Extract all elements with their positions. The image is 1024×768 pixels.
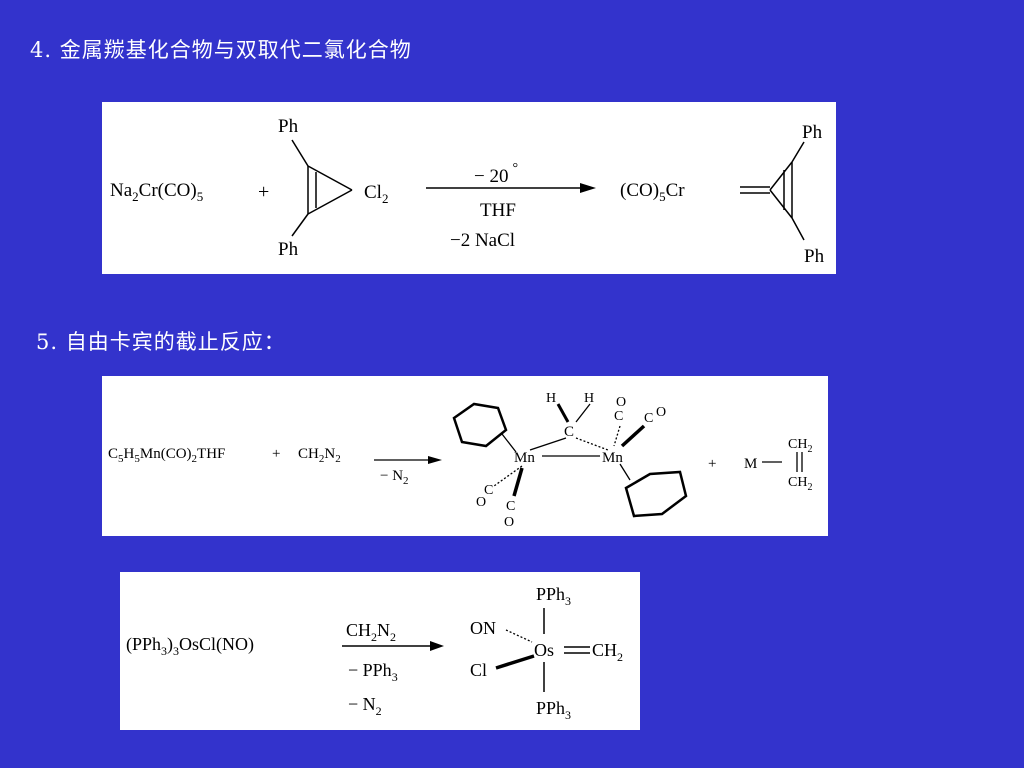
co-carbon-3: C — [484, 483, 493, 498]
mn-co-bond-4 — [512, 467, 524, 497]
product-ph-top: Ph — [802, 122, 823, 143]
product-ring-upper — [769, 161, 793, 191]
cyclopentadienyl-ring-left — [452, 402, 508, 448]
co-carbon-4: C — [506, 499, 515, 514]
ch2-top: CH2 — [788, 437, 812, 455]
product-bond-ph-bottom — [791, 217, 805, 241]
product-ring-lower — [769, 189, 793, 219]
os-cl-wedge-bond — [495, 654, 535, 670]
pph3-top: PPh3 — [536, 584, 571, 608]
byproduct-pph3: − PPh3 — [348, 660, 398, 684]
mn-right: Mn — [602, 450, 623, 466]
plus-sign: + — [258, 181, 269, 203]
heading-section-4: 4. 金属羰基化合物与双取代二氯化合物 — [30, 38, 412, 62]
plus-sign-1: + — [272, 446, 280, 462]
reaction-1-panel: Na2Cr(CO)5 + Ph Ph Cl2 − 20° THF −2 NaCl… — [102, 102, 836, 274]
bond-ph-top — [291, 139, 309, 167]
c-h-bond-1 — [556, 403, 570, 423]
condition-n2: − N2 — [380, 468, 409, 487]
condition-byproduct: −2 NaCl — [450, 230, 515, 251]
arrow-head-2 — [428, 456, 442, 464]
mn-left: Mn — [514, 450, 535, 466]
osmium-label: Os — [534, 640, 554, 660]
co-oxygen-2: O — [656, 405, 666, 420]
reagent-label: CH2N2 — [298, 446, 341, 465]
c-mn-left-bond — [529, 437, 567, 451]
heading-section-5: 5. 自由卡宾的截止反应： — [36, 330, 286, 354]
bond-ph-bottom — [291, 213, 309, 237]
cl2-label: Cl2 — [364, 182, 388, 206]
product-bond-ph-top — [791, 141, 805, 163]
co-oxygen-3: O — [476, 495, 486, 510]
mn-co-bond-3 — [493, 465, 523, 487]
metal-m: M — [744, 456, 757, 472]
condition-solvent: THF — [480, 200, 516, 221]
os-no-bond — [505, 629, 533, 643]
cp-mn-bond-right — [619, 463, 631, 481]
mn-co-bond-2 — [620, 424, 646, 448]
product-label: (CO)5Cr — [620, 180, 685, 204]
byproduct-n2: − N2 — [348, 694, 382, 718]
reaction-2-panel: C5H5Mn(CO)2THF + CH2N2 − N2 Mn Mn H H C … — [102, 376, 828, 536]
mn-co-bond-1 — [613, 425, 621, 447]
methylidene-label: CH2 — [592, 640, 623, 664]
pph3-bottom: PPh3 — [536, 698, 571, 722]
hydrogen-2: H — [584, 391, 594, 406]
c-h-bond-2 — [575, 403, 591, 423]
ph-bottom: Ph — [278, 239, 299, 260]
arrow-head-3 — [430, 641, 444, 651]
reaction-3-scheme: (PPh3)3OsCl(NO) CH2N2 − PPh3 − N2 PPh3 O… — [126, 584, 623, 722]
reaction-3-panel: (PPh3)3OsCl(NO) CH2N2 − PPh3 − N2 PPh3 O… — [120, 572, 640, 730]
nitrosyl-label: ON — [470, 618, 496, 638]
hydrogen-1: H — [546, 391, 556, 406]
co-carbon-1: C — [614, 409, 623, 424]
c-mn-right-bond — [575, 437, 609, 451]
ph-top: Ph — [278, 116, 299, 137]
arrow-head-1 — [580, 183, 596, 193]
cyclopentadienyl-ring-right — [624, 470, 688, 518]
condition-temperature: − 20° — [474, 161, 518, 187]
chloride-label: Cl — [470, 660, 487, 680]
cp-mn-bond-left — [501, 433, 517, 453]
co-oxygen-1: O — [616, 395, 626, 410]
plus-sign-2: + — [708, 456, 716, 472]
ring-bond-lower — [307, 189, 353, 215]
bridging-carbon: C — [564, 424, 574, 440]
reaction-2-scheme: C5H5Mn(CO)2THF + CH2N2 − N2 Mn Mn H H C … — [108, 391, 812, 530]
ch2-bottom: CH2 — [788, 475, 812, 493]
reagent-label: CH2N2 — [346, 620, 396, 644]
reactant-label: C5H5Mn(CO)2THF — [108, 446, 225, 465]
reaction-1-scheme: Na2Cr(CO)5 + Ph Ph Cl2 − 20° THF −2 NaCl… — [110, 116, 825, 267]
reactant-label: (PPh3)3OsCl(NO) — [126, 634, 254, 658]
co-carbon-2: C — [644, 411, 653, 426]
ring-bond-upper — [307, 165, 353, 191]
product-ph-bottom: Ph — [804, 246, 825, 267]
co-oxygen-4: O — [504, 515, 514, 530]
reactant-label: Na2Cr(CO)5 — [110, 180, 203, 204]
